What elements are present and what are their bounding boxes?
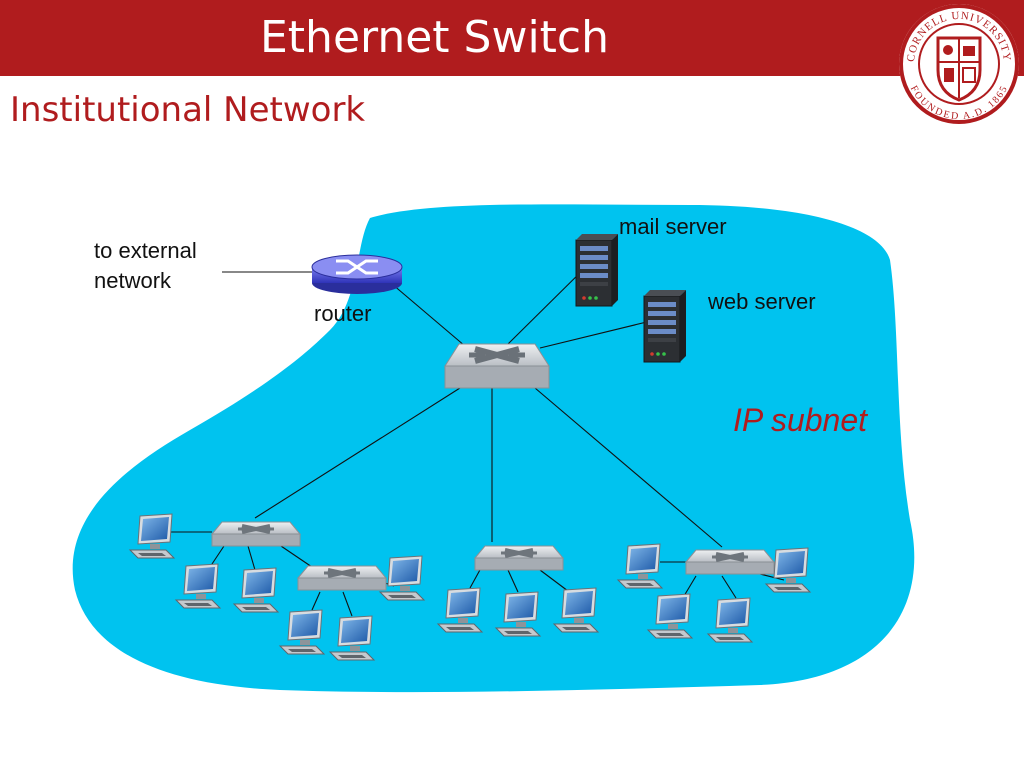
external-network-label-line2: network (94, 268, 172, 293)
cornell-seal-logo: CORNELL UNIVERSITY FOUNDED A.D. 1865 (899, 4, 1019, 124)
switch-icon (210, 520, 302, 548)
mail-server-icon (575, 233, 619, 307)
switch-icon (473, 544, 565, 572)
ip-subnet-region (72, 204, 915, 693)
ip-subnet-label: IP subnet (733, 402, 868, 438)
web-server-label: web server (708, 289, 816, 314)
switch-icon (684, 548, 776, 576)
title-bar (0, 0, 1024, 76)
slide-subtitle: Institutional Network (10, 90, 366, 130)
slide-title: Ethernet Switch (260, 12, 609, 63)
web-server-icon (643, 289, 687, 363)
switch-icon (296, 564, 388, 592)
router-icon (311, 254, 403, 294)
external-network-label-line1: to external (94, 238, 197, 263)
core-switch-icon (445, 344, 549, 388)
router-label: router (314, 301, 372, 326)
mail-server-label: mail server (619, 214, 727, 239)
